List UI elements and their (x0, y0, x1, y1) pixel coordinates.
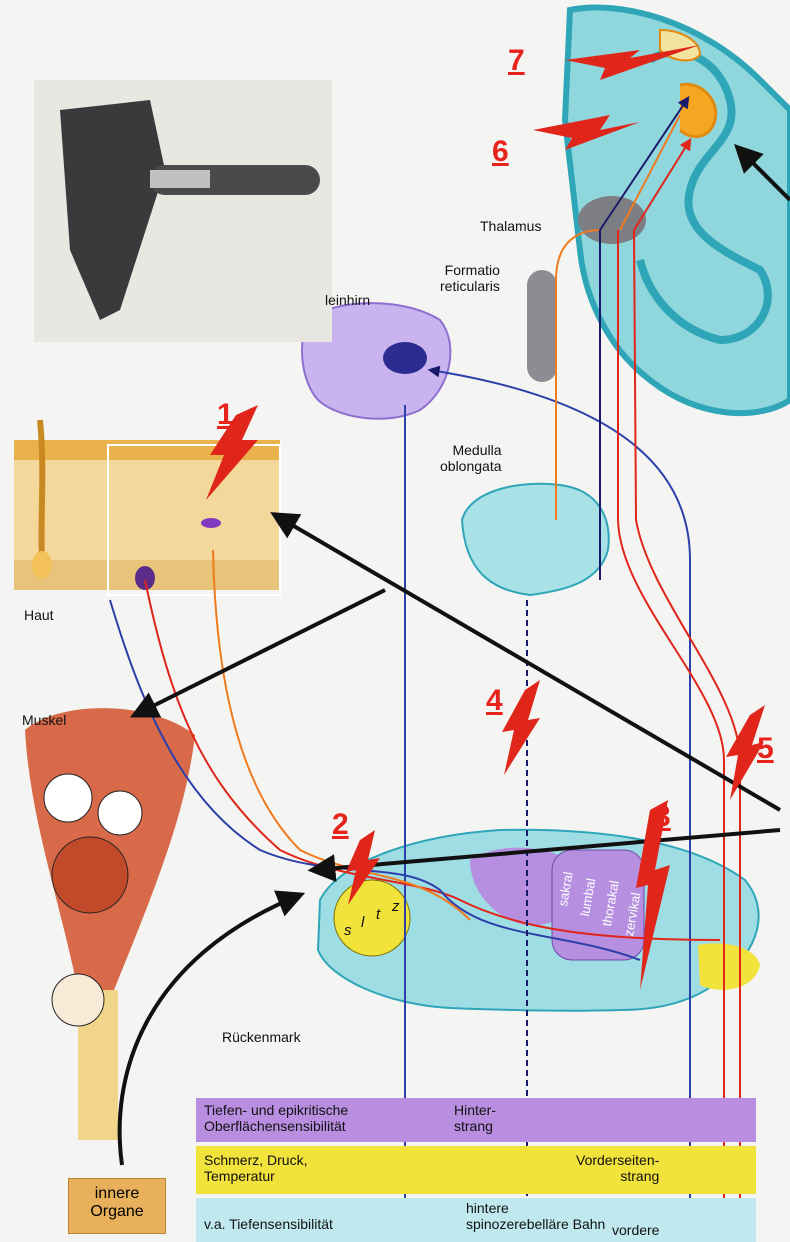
label-medulla-oblongata: Medulla oblongata (440, 442, 502, 474)
segment-letter-l: l (361, 914, 364, 931)
label-rueckenmark: Rückenmark (222, 1029, 301, 1045)
label-kleinhirn: leinhirn (325, 292, 370, 308)
lesion-number-4: 4 (486, 684, 503, 718)
medulla-section (462, 484, 609, 595)
legend-row3-mid: hintere spinozerebelläre Bahn (466, 1200, 605, 1232)
legend-row3-right: vordere (612, 1222, 659, 1238)
lesion-number-7: 7 (508, 44, 525, 78)
muscle-illustration (25, 708, 195, 1140)
legend-row-anterolateral: Schmerz, Druck, Temperatur Vorderseiten-… (196, 1146, 756, 1194)
legend-row-spinocerebellar: v.a. Tiefensensibilität hintere spinozer… (196, 1198, 756, 1242)
label-formatio-reticularis: Formatio reticularis (440, 262, 500, 294)
label-thalamus: Thalamus (480, 218, 541, 234)
legend-row1-left: Tiefen- und epikritische Oberflächensens… (204, 1102, 348, 1134)
label-haut: Haut (24, 607, 54, 623)
spinal-cord-section (318, 830, 760, 1011)
lesion-number-1: 1 (217, 398, 234, 432)
legend-row-posterior-column: Tiefen- und epikritische Oberflächensens… (196, 1098, 756, 1142)
segment-letter-t: t (376, 906, 380, 923)
inner-organs-label: innere Organe (69, 1185, 165, 1221)
label-muskel: Muskel (22, 712, 66, 728)
segment-letter-s: s (344, 922, 352, 939)
legend-row2-right: Vorderseiten- strang (576, 1152, 659, 1184)
segment-letter-z: z (392, 898, 400, 915)
formatio-region (527, 270, 557, 382)
legend-row2-left: Schmerz, Druck, Temperatur (204, 1152, 307, 1184)
hammer-photo (34, 80, 332, 342)
inner-organs-box: innere Organe (68, 1178, 166, 1234)
lesion-number-3: 3 (654, 800, 671, 834)
lesion-number-5: 5 (757, 732, 774, 766)
legend-row3-left: v.a. Tiefensensibilität (204, 1216, 333, 1232)
lesion-number-6: 6 (492, 135, 509, 169)
cerebellum-nucleus (383, 342, 427, 374)
thalamus-region (578, 196, 646, 244)
legend-row1-right: Hinter- strang (454, 1102, 496, 1134)
lesion-number-2: 2 (332, 808, 349, 842)
